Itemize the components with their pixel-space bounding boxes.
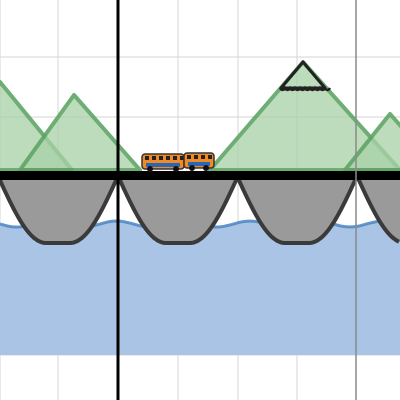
mountain: [18, 93, 142, 172]
mountain: [208, 60, 400, 172]
bus-window: [152, 156, 156, 160]
bus-wheel: [173, 166, 179, 172]
buses: [141, 152, 215, 172]
bridge-deck: [0, 171, 400, 180]
bus-window: [173, 156, 177, 160]
bus-window: [187, 155, 191, 159]
peak-triangle: [279, 60, 327, 90]
axes: [116, 0, 357, 400]
bus-window: [208, 155, 212, 159]
arch-fill: [237, 176, 357, 243]
arch-fill: [0, 176, 118, 243]
peak-marker: [278, 60, 332, 92]
bus-window: [145, 156, 149, 160]
arch-fill: [357, 176, 400, 242]
bus-wheel: [189, 165, 195, 171]
bus-stripe: [188, 162, 210, 166]
arch-curve: [116, 175, 240, 245]
road-deck: [0, 171, 400, 180]
bridge-arches: [0, 175, 400, 245]
mountain-range: [0, 60, 400, 172]
mountain: [343, 112, 400, 172]
bus-stripe: [146, 163, 180, 167]
bus-window: [194, 155, 198, 159]
water-body: [0, 221, 400, 355]
peak-base-wave: [278, 85, 332, 92]
bus-wheel: [147, 166, 153, 172]
arch-curve: [0, 175, 120, 245]
bus-wheel: [203, 165, 209, 171]
bus-window: [180, 156, 184, 160]
arch-curve: [235, 175, 359, 245]
bus-window: [166, 156, 170, 160]
arch-curve: [355, 175, 400, 244]
bus-window: [201, 155, 205, 159]
arch-fill: [118, 176, 238, 243]
bus-window: [159, 156, 163, 160]
